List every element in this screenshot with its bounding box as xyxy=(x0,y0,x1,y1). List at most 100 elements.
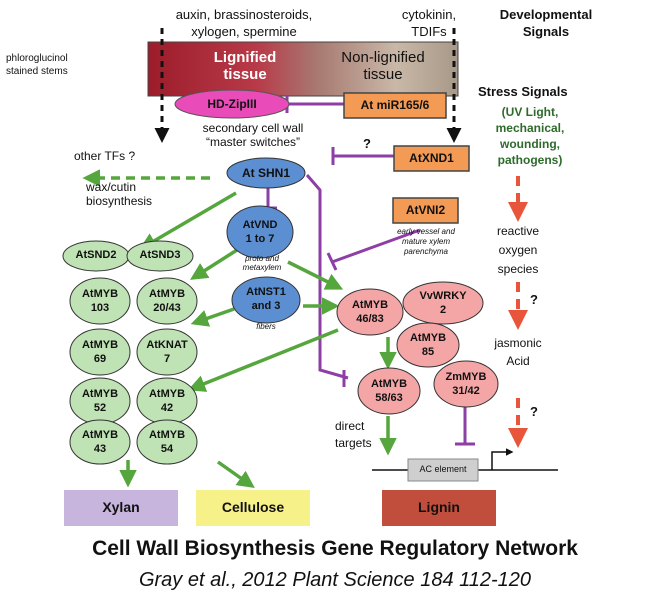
ja-line1: jasmonic xyxy=(494,336,542,350)
activation-arrows xyxy=(82,169,397,489)
myb5863-line1: AtMYB xyxy=(370,378,408,390)
developmental-signals-label: Developmental Signals xyxy=(486,6,606,40)
dev-signals-left: auxin, brassinosteroids, xylogen, spermi… xyxy=(160,6,328,40)
axnd1-box xyxy=(393,145,470,172)
stem-side-line2: stained stems xyxy=(6,66,68,77)
myb54-line2: 54 xyxy=(160,443,174,455)
myb2043-label: AtMYB 20/43 xyxy=(137,287,197,315)
avni2-note-line2: mature xylem xyxy=(401,237,450,246)
ja-label: jasmonic Acid xyxy=(478,334,558,370)
myb52-label: AtMYB 52 xyxy=(70,387,130,415)
ros-question: ? xyxy=(530,292,538,307)
dev-label-line1: Developmental xyxy=(499,7,593,22)
vvwrky-node xyxy=(402,281,484,325)
xylan-label: Xylan xyxy=(102,499,140,515)
stress-item-4: pathogens) xyxy=(497,153,563,167)
direct-targets-line2: targets xyxy=(335,436,372,450)
myb2043-node xyxy=(136,277,198,325)
non-lignified-label: Non-lignified tissue xyxy=(318,49,448,83)
zmmyb-line2: 31/42 xyxy=(452,385,480,397)
nst-line2: and 3 xyxy=(251,300,281,312)
myb52-line1: AtMYB xyxy=(81,388,119,400)
dev-signal-left-line1: auxin, brassinosteroids, xyxy=(175,7,313,22)
snd3-label: AtSND3 xyxy=(139,249,181,261)
stem-side-label: phloroglucinol stained stems xyxy=(6,52,68,78)
ros-label: reactive oxygen species xyxy=(478,222,558,279)
lignified-line2: tissue xyxy=(223,66,267,83)
lignin-box xyxy=(382,490,496,526)
wax-label: wax/cutin biosynthesis xyxy=(86,180,152,208)
vnd-label: AtVND 1 to 7 xyxy=(227,218,293,246)
promoter-arrow xyxy=(491,448,514,470)
stem-bar xyxy=(147,41,459,97)
vnd-node xyxy=(226,205,294,259)
stem-side-line1: phloroglucinol xyxy=(6,53,68,64)
myb42-line2: 42 xyxy=(160,402,174,414)
myb69-node xyxy=(69,328,131,376)
footer-citation: Gray et al., 2012 Plant Science 184 112-… xyxy=(138,569,532,591)
master-switch-line1: secondary cell wall xyxy=(202,121,304,135)
zmmyb-node xyxy=(433,360,499,408)
mir165-box xyxy=(343,92,447,119)
myb52-line2: 52 xyxy=(93,402,107,414)
nst-label: AtNST1 and 3 xyxy=(232,285,300,313)
knat7-node xyxy=(136,328,198,376)
vnd-note-line1: proto and xyxy=(245,254,279,263)
avni2-label: AtVNI2 xyxy=(405,203,446,217)
ros-line3: species xyxy=(497,262,539,276)
ac-element-label: AC element xyxy=(419,464,467,474)
myb69-line2: 69 xyxy=(93,353,107,365)
myb85-line1: AtMYB xyxy=(409,332,447,344)
myb103-line1: AtMYB xyxy=(81,288,119,300)
lignified-label: Lignified tissue xyxy=(190,49,300,83)
myb42-label: AtMYB 42 xyxy=(137,387,197,415)
ros-line1: reactive xyxy=(496,224,540,238)
lignin-label: Lignin xyxy=(418,499,460,515)
zmmyb-line1: ZmMYB xyxy=(445,371,487,383)
myb54-label: AtMYB 54 xyxy=(137,428,197,456)
myb43-line2: 43 xyxy=(93,443,107,455)
wax-line1: wax/cutin xyxy=(86,180,137,194)
dev-signal-left-line2: xylogen, spermine xyxy=(191,24,297,39)
myb103-node xyxy=(69,277,131,325)
dev-signals-right: cytokinin, TDIFs xyxy=(384,6,474,40)
myb103-line2: 103 xyxy=(90,302,110,314)
axnd1-label: AtXND1 xyxy=(409,151,454,165)
myb43-label: AtMYB 43 xyxy=(70,428,130,456)
footer-title: Cell Wall Biosynthesis Gene Regulatory N… xyxy=(92,537,578,560)
myb4683-node xyxy=(336,288,404,336)
myb2043-line2: 20/43 xyxy=(153,302,181,314)
wax-line2: biosynthesis xyxy=(86,194,153,208)
myb85-label: AtMYB 85 xyxy=(397,331,459,359)
dev-signal-right-line1: cytokinin, xyxy=(401,7,457,22)
nst-line1: AtNST1 xyxy=(246,286,286,298)
non-lignified-line1: Non-lignified xyxy=(341,49,425,66)
stress-item-3: wounding, xyxy=(500,137,560,151)
dev-signal-right-line2: TDIFs xyxy=(411,24,447,39)
snd2-label: AtSND2 xyxy=(75,249,117,261)
ja-question: ? xyxy=(530,404,538,419)
myb4683-label: AtMYB 46/83 xyxy=(337,298,403,326)
cellulose-box xyxy=(196,490,310,526)
other-tfs-label: other TFs ? xyxy=(74,149,136,163)
cellulose-label: Cellulose xyxy=(221,499,285,515)
myb43-node xyxy=(69,419,131,465)
myb5863-line2: 58/63 xyxy=(375,392,403,404)
myb69-line1: AtMYB xyxy=(81,339,119,351)
shn1-node xyxy=(226,157,306,189)
ac-element-box xyxy=(407,458,479,482)
myb5863-label: AtMYB 58/63 xyxy=(358,377,420,405)
myb54-node xyxy=(136,419,198,465)
avni2-box xyxy=(392,197,459,224)
myb85-node xyxy=(396,322,460,368)
avni2-note-line1: early vessel and xyxy=(397,227,455,236)
vvwrky-label: VvWRKY 2 xyxy=(403,289,483,317)
vnd-note: proto and metaxylem xyxy=(222,254,302,272)
stress-item-2: mechanical, xyxy=(495,121,565,135)
hdzip-node xyxy=(174,89,290,119)
myb5863-node xyxy=(357,367,421,415)
nst-note: fibers xyxy=(256,322,276,331)
avni2-note: early vessel and mature xylem parenchyma xyxy=(380,227,472,257)
shn-question: ? xyxy=(363,136,371,151)
mir165-label: At miR165/6 xyxy=(360,98,430,112)
